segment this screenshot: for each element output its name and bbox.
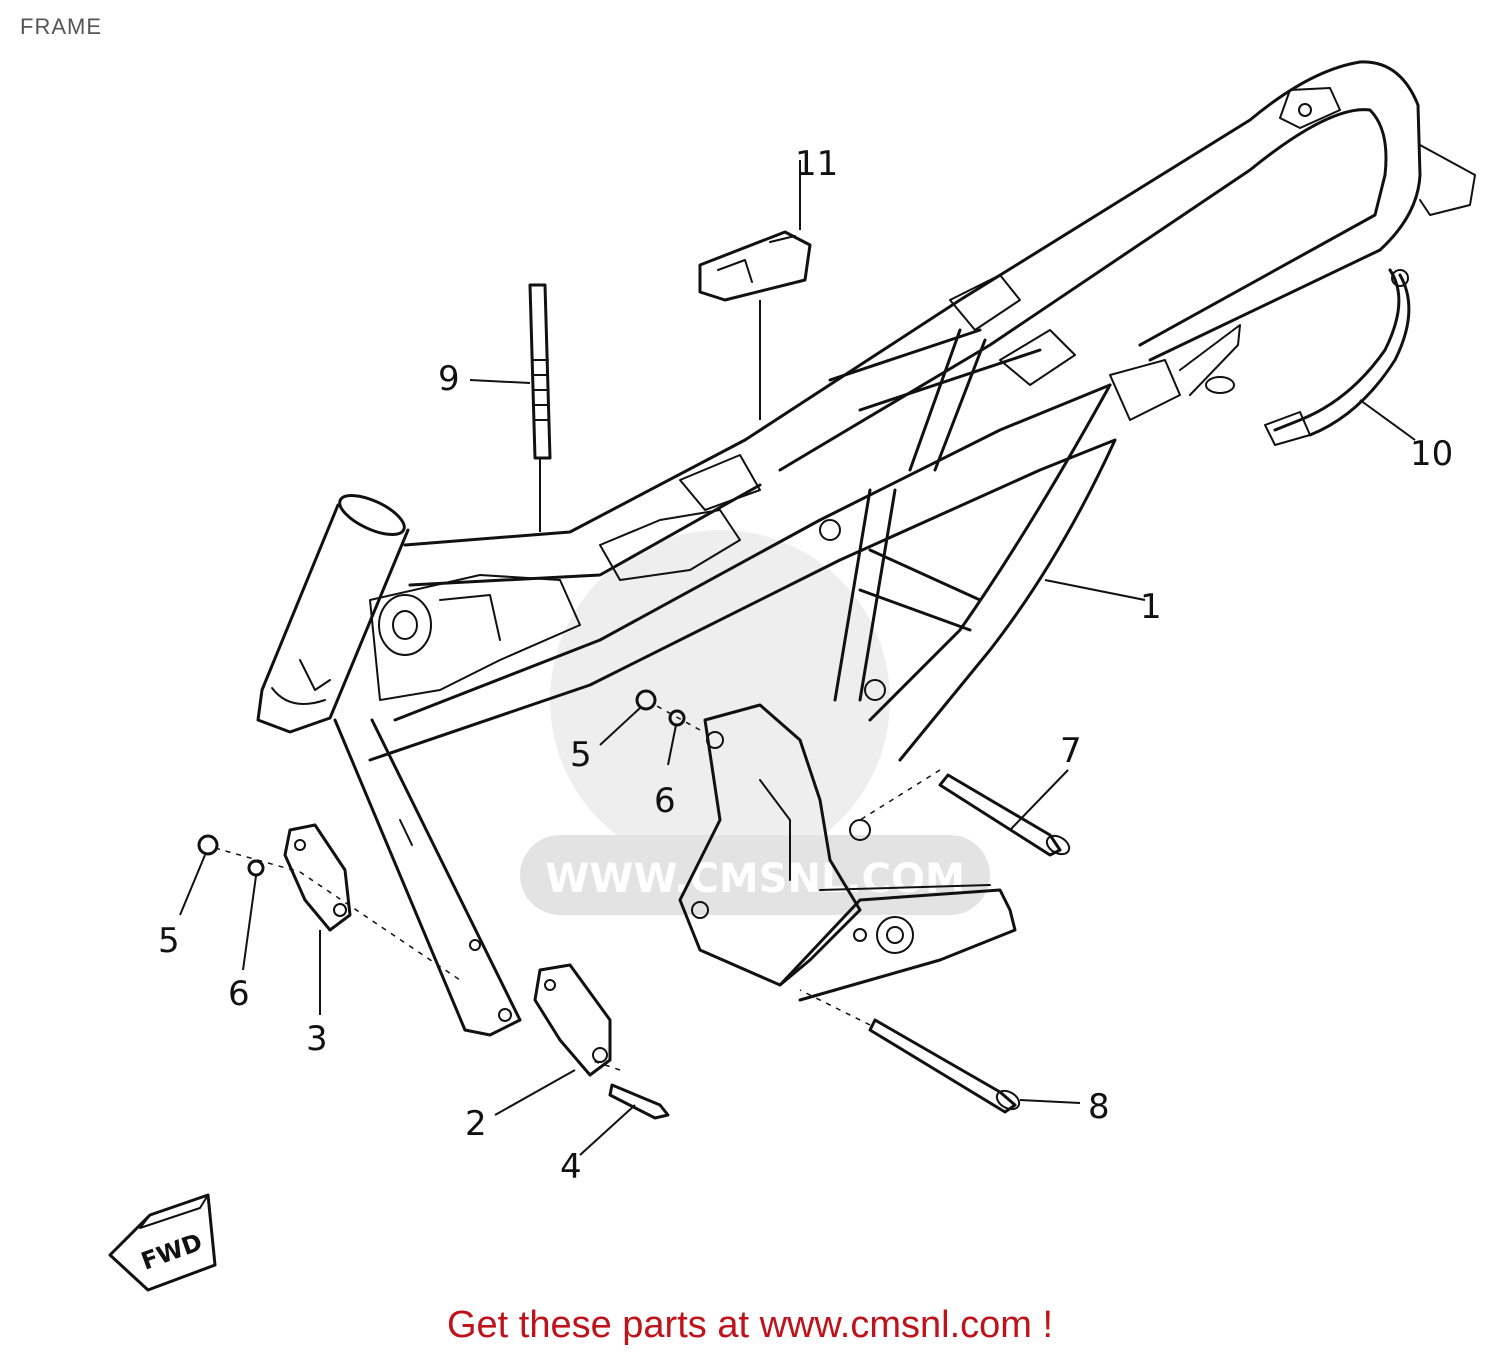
fwd-arrow-icon: FWD xyxy=(108,1193,217,1292)
callout-5: 5 xyxy=(570,735,592,775)
part-label-plate xyxy=(698,230,812,420)
callout-7: 7 xyxy=(1060,731,1082,771)
leader-lines xyxy=(179,160,1416,1156)
part-bolt-7 xyxy=(938,773,1071,857)
callout-8: 8 xyxy=(1088,1087,1110,1127)
callout-labels: 1 2 3 4 5 6 7 8 9 10 11 5 6 xyxy=(158,144,1453,1187)
watermark: WWW.CMSNL.COM xyxy=(520,530,990,915)
callout-3: 3 xyxy=(306,1019,328,1059)
callout-4: 4 xyxy=(560,1147,582,1187)
fwd-label: FWD xyxy=(137,1228,206,1276)
part-bolt-8 xyxy=(868,1018,1021,1114)
callout-9: 9 xyxy=(438,359,460,399)
part-bracket-upper xyxy=(283,823,352,932)
part-nuts xyxy=(197,689,686,877)
callout-1: 1 xyxy=(1140,587,1162,627)
alignment-lines xyxy=(214,704,941,1071)
page-title: FRAME xyxy=(20,14,102,39)
part-bracket-lower xyxy=(533,963,612,1077)
footer-link[interactable]: Get these parts at www.cmsnl.com ! xyxy=(446,1304,1054,1346)
main-frame xyxy=(256,60,1476,1037)
watermark-text: WWW.CMSNL.COM xyxy=(545,856,965,902)
callout-10: 10 xyxy=(1410,434,1453,474)
callout-6: 6 xyxy=(654,781,676,821)
callout-11: 11 xyxy=(795,144,838,184)
callout-2: 2 xyxy=(465,1104,487,1144)
part-stay xyxy=(1264,268,1411,446)
callout-6: 6 xyxy=(228,974,250,1014)
callout-5: 5 xyxy=(158,921,180,961)
part-pin xyxy=(528,283,552,532)
part-bolt-small xyxy=(608,1083,670,1120)
